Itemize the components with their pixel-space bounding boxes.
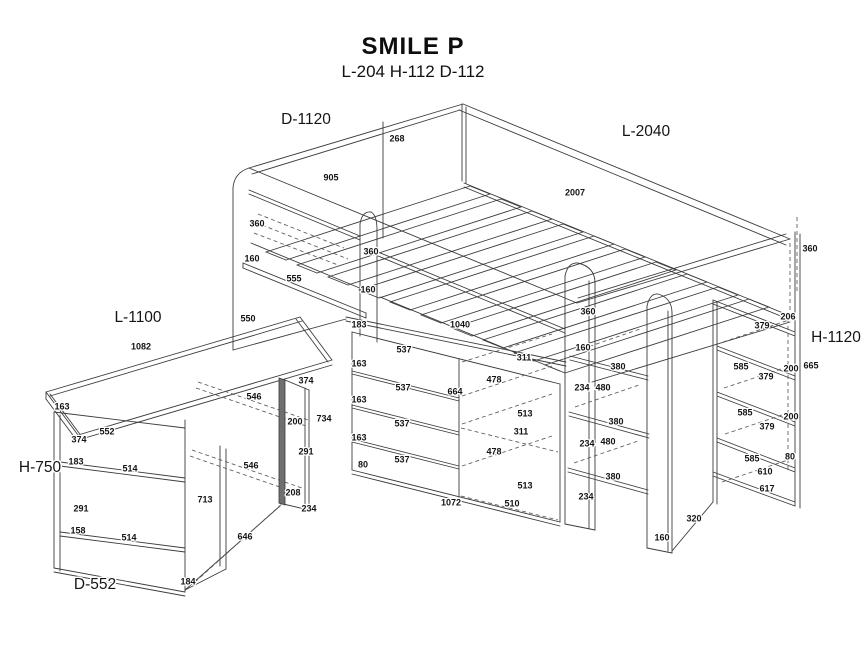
dimension-label: 163 xyxy=(54,401,69,411)
dimension-label: 80 xyxy=(785,451,795,461)
dimension-label: 585 xyxy=(733,361,748,371)
dimension-label: 480 xyxy=(600,436,615,446)
dimension-label: 163 xyxy=(351,394,366,404)
dimension-label: 160 xyxy=(575,342,590,352)
dimension-label: 510 xyxy=(504,498,519,508)
dimension-label: 537 xyxy=(396,344,411,354)
dimension-label: 1082 xyxy=(131,341,151,351)
dimension-label: 360 xyxy=(580,306,595,316)
dimension-label: 513 xyxy=(517,480,532,490)
dimension-label: 665 xyxy=(803,360,818,370)
primary-dimension-label: L-2040 xyxy=(622,123,671,140)
dimension-label: 646 xyxy=(237,531,252,541)
dimension-label: 379 xyxy=(759,421,774,431)
dimension-label: 546 xyxy=(243,460,258,470)
dimension-label: 713 xyxy=(197,494,212,504)
dimension-label: 537 xyxy=(394,418,409,428)
dimension-label: 380 xyxy=(608,416,623,426)
dimension-label: 546 xyxy=(246,391,261,401)
dimension-label: 380 xyxy=(610,361,625,371)
dimension-label: 160 xyxy=(244,253,259,263)
dimension-label: 374 xyxy=(298,375,313,385)
dimension-label: 311 xyxy=(517,352,532,362)
dimension-label: 480 xyxy=(595,382,610,392)
dimension-label: 311 xyxy=(514,426,529,436)
dimension-label: 291 xyxy=(298,446,313,456)
dimension-label: 1072 xyxy=(441,497,461,507)
dimension-label: 537 xyxy=(394,454,409,464)
page-subtitle: L-204 H-112 D-112 xyxy=(341,62,485,81)
dimension-labels: 268 905 2007 360 160 555 360 160 360 160 360 550 108… xyxy=(17,110,862,595)
dimension-label: 158 xyxy=(70,525,85,535)
dimension-label: 360 xyxy=(363,246,378,256)
dimension-label: 163 xyxy=(351,358,366,368)
dimension-label: 555 xyxy=(286,273,301,283)
dimension-label: 234 xyxy=(579,438,594,448)
primary-dimension-label: D-552 xyxy=(74,576,116,593)
dimension-label: 200 xyxy=(287,416,302,426)
primary-dimension-label: D-1120 xyxy=(281,111,331,128)
dimension-label: 585 xyxy=(744,453,759,463)
dimension-label: 513 xyxy=(517,408,532,418)
dimension-label: 160 xyxy=(360,284,375,294)
dimension-label: 200 xyxy=(783,411,798,421)
dimension-label: 160 xyxy=(654,532,669,542)
dimension-label: 184 xyxy=(180,576,195,586)
dimension-label: 206 xyxy=(780,311,795,321)
dimension-label: 550 xyxy=(240,313,255,323)
dimension-label: 478 xyxy=(486,446,501,456)
primary-dimension-label: H-1120 xyxy=(811,329,861,346)
dimension-label: 360 xyxy=(802,243,817,253)
dimension-label: 380 xyxy=(605,471,620,481)
dimension-label: 80 xyxy=(358,459,368,469)
dimension-label: 379 xyxy=(754,320,769,330)
dimension-label: 163 xyxy=(351,432,366,442)
dimension-label: 1040 xyxy=(450,319,470,329)
dimension-label: 200 xyxy=(783,363,798,373)
dimension-label: 905 xyxy=(323,172,338,182)
dimension-label: 585 xyxy=(737,407,752,417)
dimension-label: 617 xyxy=(759,483,774,493)
dimension-label: 360 xyxy=(249,218,264,228)
dimension-label: 610 xyxy=(757,466,772,476)
dimension-label: 291 xyxy=(73,503,88,513)
dimension-label: 234 xyxy=(301,503,316,513)
dimension-label: 183 xyxy=(351,319,366,329)
primary-dimension-label: L-1100 xyxy=(114,309,161,326)
dimension-label: 664 xyxy=(447,386,462,396)
primary-dimension-label: H-750 xyxy=(19,459,62,476)
dimension-label: 320 xyxy=(686,513,701,523)
dimension-label: 208 xyxy=(285,487,300,497)
dimension-label: 374 xyxy=(71,434,86,444)
dimension-label: 234 xyxy=(578,491,593,501)
dimension-label: 552 xyxy=(99,426,114,436)
dimension-label: 268 xyxy=(389,133,404,143)
dimension-label: 2007 xyxy=(565,187,585,197)
page-title: SMILE P xyxy=(361,33,465,60)
dimension-label: 183 xyxy=(68,456,83,466)
dimension-label: 514 xyxy=(122,463,137,473)
dimension-label: 234 xyxy=(574,382,589,392)
dimension-label: 478 xyxy=(486,374,501,384)
dimension-label: 379 xyxy=(758,371,773,381)
dimension-label: 734 xyxy=(316,413,331,423)
dimension-label: 537 xyxy=(395,382,410,392)
drawing-lines xyxy=(45,103,801,597)
dimension-label: 514 xyxy=(121,532,136,542)
